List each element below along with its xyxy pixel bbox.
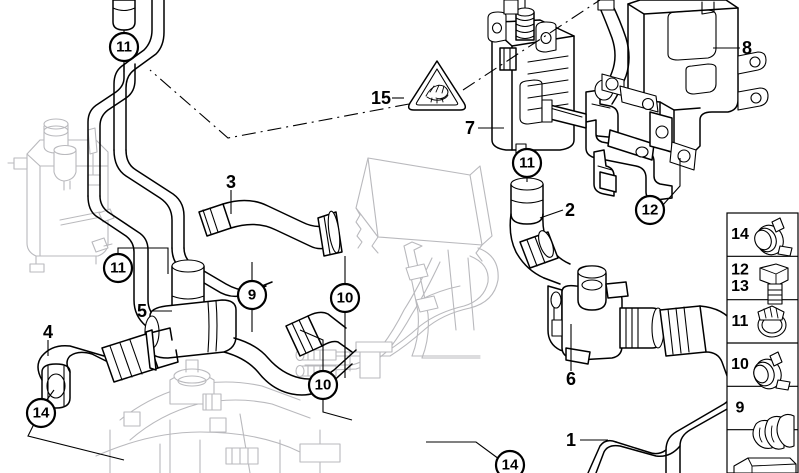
legend-number: 12: [731, 262, 749, 279]
callout-label: 14: [502, 457, 519, 473]
hose-3-part: [87, 0, 343, 327]
callout-bubble: [329, 282, 361, 314]
callout-bubble: [494, 449, 526, 473]
legend-row-row-10: 10: [731, 356, 749, 373]
intake-manifold-ghost: [403, 241, 481, 359]
callout-label: 1: [566, 430, 576, 450]
callout-label: 11: [110, 260, 126, 277]
callout-label: 7: [465, 118, 475, 138]
legend-number: 11: [732, 313, 749, 330]
callout-8-c8: 8: [742, 38, 752, 58]
callout-label: 8: [742, 38, 752, 58]
leader-lines: [27, 0, 740, 461]
callout-12-c12: 12: [634, 194, 666, 226]
callout-6-c6: 6: [566, 369, 576, 389]
bracket-plate-icon: [733, 457, 797, 473]
callout-label: 6: [566, 369, 576, 389]
callout-label: 5: [137, 301, 147, 321]
bracket-8-part: [627, 0, 769, 155]
callout-label: 10: [315, 377, 332, 394]
expansion-tank-ghost: [7, 118, 115, 273]
callout-11-c11-left: 11: [102, 252, 134, 284]
legend-number: 13: [731, 278, 749, 295]
callout-7-c7: 7: [465, 118, 475, 138]
bracket-12-part: [541, 0, 697, 201]
callout-10-c10-bottom: 10: [307, 369, 339, 401]
callout-3-c3: 3: [226, 172, 236, 192]
warning-triangle-icon: [407, 60, 467, 111]
callout-bubble: [307, 369, 339, 401]
callout-label: 12: [642, 202, 659, 219]
hose-4-part: [37, 327, 179, 409]
callout-label: 9: [248, 287, 256, 304]
callout-label: 11: [519, 155, 535, 172]
hose-clamp-tab-icon: [754, 217, 793, 257]
callout-2-c2: 2: [565, 200, 575, 220]
double-spring-clip-icon: [752, 413, 795, 450]
heater-core-ghost: [295, 157, 499, 379]
callout-11-c11-top: 11: [108, 31, 140, 63]
callout-label: 11: [116, 39, 132, 56]
callout-bubble: [108, 31, 140, 63]
callout-label: 2: [565, 200, 575, 220]
legend-icons: [733, 217, 797, 473]
callout-bubble: [634, 194, 666, 226]
water-valve-6-part: [547, 265, 665, 365]
spring-clamp-tab-icon: [753, 351, 791, 391]
legend-number: 14: [731, 226, 749, 243]
legend-row-row-14: 14: [731, 226, 749, 243]
callout-bubble: [102, 252, 134, 284]
callout-label: 15: [371, 88, 391, 108]
callout-11-c11-pump: 11: [511, 147, 543, 179]
callout-label: 10: [337, 290, 354, 307]
callout-15-c15: 15: [371, 88, 391, 108]
callout-1-c1: 1: [566, 430, 576, 450]
hose-2-upper-ferrule: [519, 230, 559, 269]
hex-bolt-icon: [759, 263, 789, 305]
callout-bubble: [25, 397, 57, 429]
callout-layer: 11 15 7 8 11 2 12 3 11 5 9 10 10 4 14 6 1 14: [25, 31, 752, 473]
callout-9-c9: 9: [236, 279, 268, 311]
callout-14-c14-bottom: 14: [494, 449, 526, 473]
callout-bubble: [511, 147, 543, 179]
callout-label: 4: [43, 322, 53, 342]
callout-10-c10-top: 10: [329, 282, 361, 314]
worm-drive-clamp-icon: [757, 305, 787, 338]
legend-row-row-9: 9: [736, 400, 745, 417]
callout-label: 14: [33, 405, 50, 422]
callout-4-c4: 4: [43, 322, 53, 342]
callout-14-c14-left: 14: [25, 397, 57, 429]
legend-number: 10: [731, 356, 749, 373]
callout-5-c5: 5: [137, 301, 147, 321]
legend-number: 9: [736, 400, 745, 417]
callout-bubble: [236, 279, 268, 311]
aux-water-pump-7-part: [487, 0, 575, 155]
legend-row-row-11: 11: [732, 313, 749, 330]
engine-block-ghost: [95, 359, 341, 473]
callout-label: 3: [226, 172, 236, 192]
